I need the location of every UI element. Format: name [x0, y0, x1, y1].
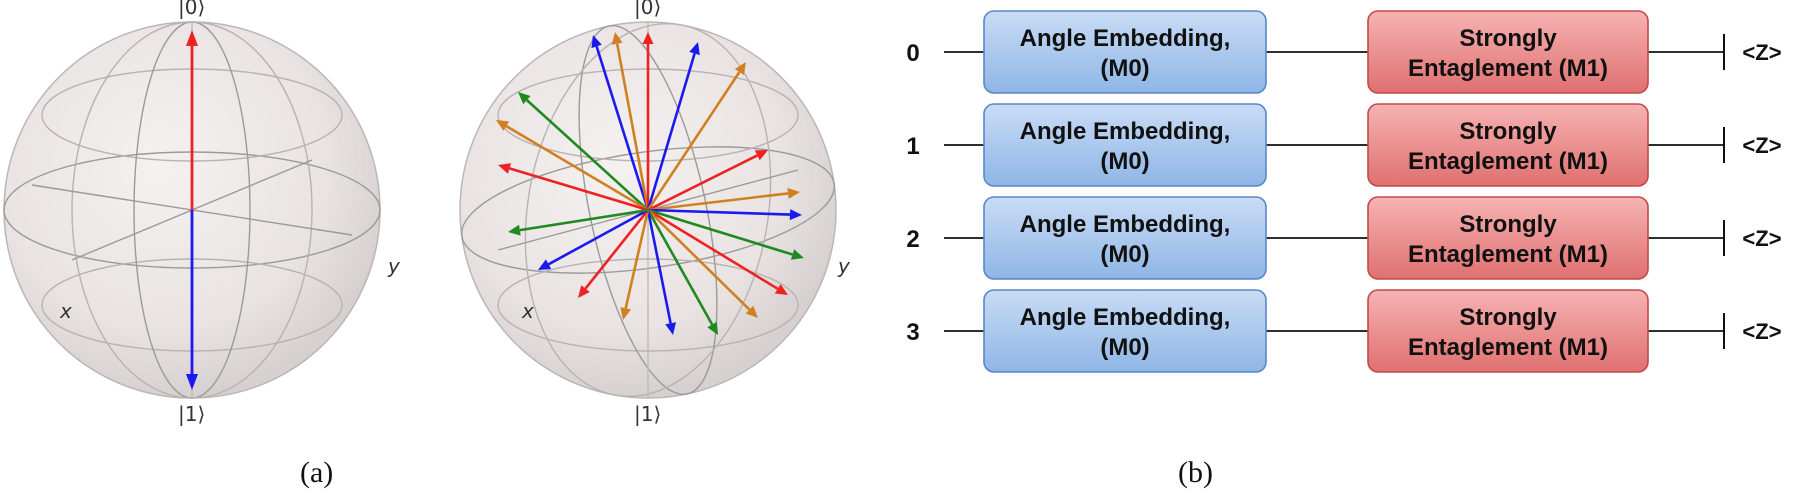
- sphere-2-arrow-15: [646, 209, 718, 335]
- angle-embedding-gate: Angle Embedding, (M0): [983, 289, 1267, 373]
- gate-label-line-1: Strongly: [1459, 211, 1557, 238]
- bloch-sphere-2: |0⟩ |1⟩ x y: [459, 0, 851, 426]
- sphere-2-arrow-7: [496, 120, 649, 212]
- sphere-2-arrow-18: [578, 209, 650, 298]
- angle-embedding-gate: Angle Embedding, (M0): [983, 103, 1267, 187]
- qubit-row: 3 Angle Embedding, (M0) StronglyEntaglement…: [906, 289, 1782, 373]
- sphere-2-arrow-9: [647, 150, 768, 212]
- sphere-2-arrow-4: [646, 42, 700, 211]
- gate-label-line-2: (M0): [1100, 241, 1149, 268]
- measurement-label: <Z>: [1742, 319, 1781, 344]
- sphere-2-arrow-8: [498, 163, 649, 212]
- caption-b: (b): [1178, 456, 1213, 489]
- measurement-label: <Z>: [1742, 133, 1781, 158]
- gate-label-line-2: (M0): [1100, 148, 1149, 175]
- gate-label-line-2: Entaglement (M1): [1408, 334, 1608, 361]
- sphere-2-arrow-16: [646, 209, 676, 335]
- sphere-2-ket-1: |1⟩: [634, 402, 661, 426]
- gate-label-line-1: Angle Embedding,: [1020, 211, 1231, 238]
- gate-label-line-1: Strongly: [1459, 118, 1557, 145]
- sphere-2-arrow-3: [642, 32, 654, 210]
- qubit-index: 0: [906, 40, 919, 67]
- sphere-2-arrow-1: [591, 35, 650, 211]
- sphere-2-arrow-5: [646, 62, 746, 211]
- gate-label-line-1: Angle Embedding,: [1020, 304, 1231, 331]
- qubit-row: 0 Angle Embedding, (M0) StronglyEntaglement…: [906, 10, 1782, 94]
- sphere-1-ket-0: |0⟩: [178, 0, 205, 19]
- gate-label-line-2: Entaglement (M1): [1408, 148, 1608, 175]
- measurement-label: <Z>: [1742, 40, 1781, 65]
- gate-label-line-2: (M0): [1100, 55, 1149, 82]
- sphere-2-arrow-10: [647, 187, 800, 212]
- measurement-label: <Z>: [1742, 226, 1781, 251]
- sphere-2-arrow-6: [518, 92, 649, 211]
- sphere-1-axis-y: y: [387, 254, 401, 278]
- qubit-row: 1 Angle Embedding, (M0) StronglyEntaglement…: [906, 103, 1782, 187]
- sphere-2-arrow-19: [538, 208, 649, 270]
- gate-label-line-2: Entaglement (M1): [1408, 55, 1608, 82]
- sphere-2-arrow-20: [508, 208, 649, 236]
- sphere-1-axis-x: x: [59, 299, 72, 323]
- caption-a: (a): [300, 456, 333, 489]
- angle-embedding-gate: Angle Embedding, (M0): [983, 10, 1267, 94]
- gate-label-line-1: Angle Embedding,: [1020, 25, 1231, 52]
- sphere-2-arrow-2: [611, 32, 650, 211]
- qubit-row: 2 Angle Embedding, (M0) StronglyEntaglement…: [906, 196, 1782, 280]
- qubit-index: 1: [906, 133, 919, 160]
- qubit-index: 2: [906, 226, 919, 253]
- sphere-2-arrow-11: [647, 208, 802, 221]
- angle-embedding-gate: Angle Embedding, (M0): [983, 196, 1267, 280]
- sphere-1-arrow-up: [186, 30, 198, 210]
- qubit-index: 3: [906, 319, 919, 346]
- sphere-2-axis-y: y: [837, 254, 851, 278]
- sphere-2-ket-0: |0⟩: [634, 0, 661, 19]
- bloch-sphere-1: |0⟩ |1⟩ x y: [3, 0, 401, 426]
- gate-label-line-1: Strongly: [1459, 25, 1557, 52]
- sphere-1-arrow-down: [186, 210, 198, 390]
- gate-label-line-1: Strongly: [1459, 304, 1557, 331]
- sphere-2-arrow-17: [620, 209, 650, 320]
- sphere-2-arrows: [496, 32, 804, 335]
- sphere-2-axis-x: x: [521, 299, 534, 323]
- gate-label-line-2: (M0): [1100, 334, 1149, 361]
- sphere-2-arrow-12: [647, 208, 804, 260]
- sphere-1-ket-1: |1⟩: [178, 402, 205, 426]
- sphere-2-arrow-13: [647, 208, 788, 295]
- sphere-2-arrow-14: [647, 209, 758, 318]
- gate-label-line-1: Angle Embedding,: [1020, 118, 1231, 145]
- gate-label-line-2: Entaglement (M1): [1408, 241, 1608, 268]
